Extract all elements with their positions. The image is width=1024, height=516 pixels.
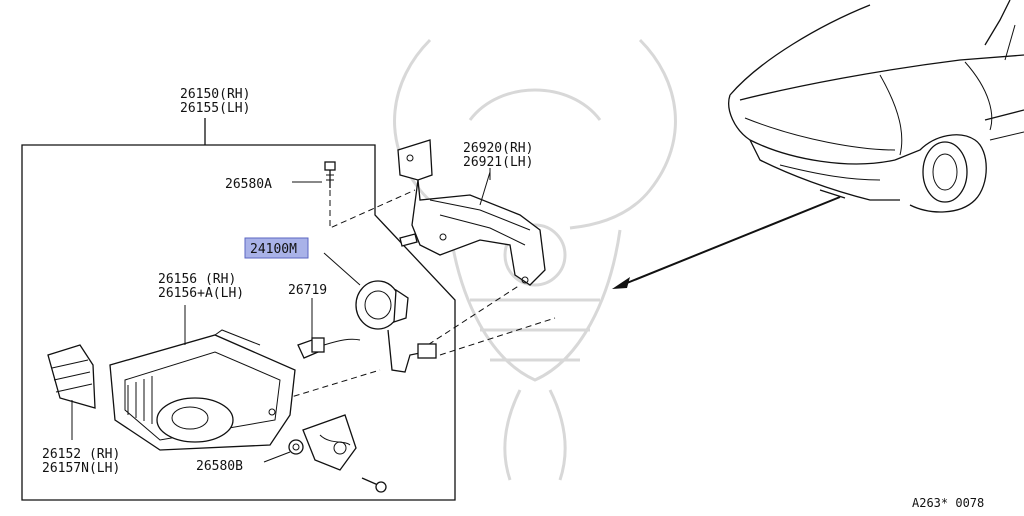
callout-lamp-body-lh[interactable]: 26156+A(LH) [158,286,244,301]
callout-bolt-a[interactable]: 26580A [225,177,272,192]
diagram-code: A263* 0078 [912,496,984,510]
cover-part [302,414,357,471]
bolt-b-part [263,439,304,463]
bulb-socket-highlight [244,237,309,259]
callout-bracket-lh[interactable]: 26921(LH) [463,155,533,170]
screw-part [361,477,387,493]
callout-lamp-assy-rh[interactable]: 26150(RH) [180,87,250,102]
pointer-arrow [612,196,841,289]
mounting-bracket [397,139,546,286]
bolt-a-part [324,161,336,188]
callout-lens-rh[interactable]: 26152 (RH) [42,447,120,462]
bulb-socket-part [323,252,437,373]
lamp-body-part [109,305,296,451]
assembly-frame [21,118,456,501]
callout-lens-lh[interactable]: 26157N(LH) [42,461,120,476]
car-illustration [728,0,1024,213]
callout-bolt-b[interactable]: 26580B [196,459,243,474]
callout-lamp-assy-lh[interactable]: 26155(LH) [180,101,250,116]
callout-bulb-socket[interactable]: 24100M [250,242,297,257]
bulb-part [297,298,361,359]
lens-part [47,344,96,440]
callout-bulb[interactable]: 26719 [288,283,327,298]
callout-bracket-rh[interactable]: 26920(RH) [463,141,533,156]
callout-lamp-body-rh[interactable]: 26156 (RH) [158,272,236,287]
